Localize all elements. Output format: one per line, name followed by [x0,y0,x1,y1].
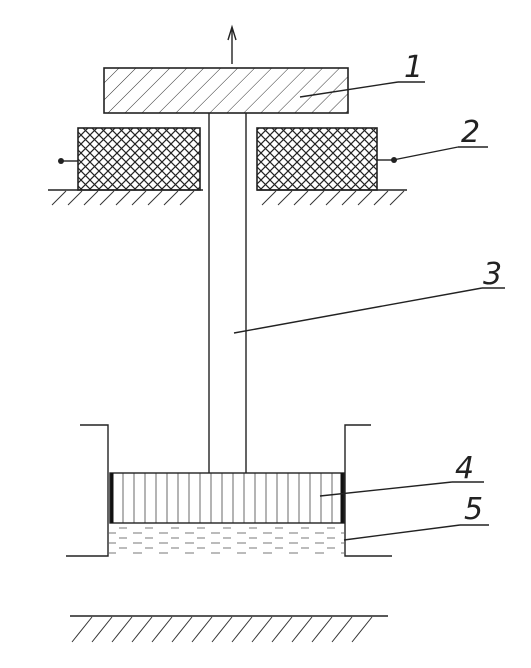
piston-disc [109,472,345,524]
rod [208,113,247,473]
label-2: 2 [461,115,480,150]
leader-4: 4 [319,451,484,497]
coil-right [256,127,378,191]
leader-5: 5 [343,492,489,541]
top-plate [103,67,349,114]
coil-terminal-left [58,158,78,164]
lift-arrow [227,24,237,64]
leader-1: 1 [299,50,425,98]
label-5: 5 [464,492,483,527]
vessel [66,424,392,557]
label-1: 1 [404,50,423,85]
leader-3: 3 [233,257,505,334]
leader-2: 2 [392,115,488,161]
liquid-layer [109,524,344,556]
lower-ground [70,615,388,643]
label-4: 4 [455,451,474,486]
upper-ground [48,189,407,206]
label-3: 3 [483,257,502,292]
coil-left [77,127,201,191]
